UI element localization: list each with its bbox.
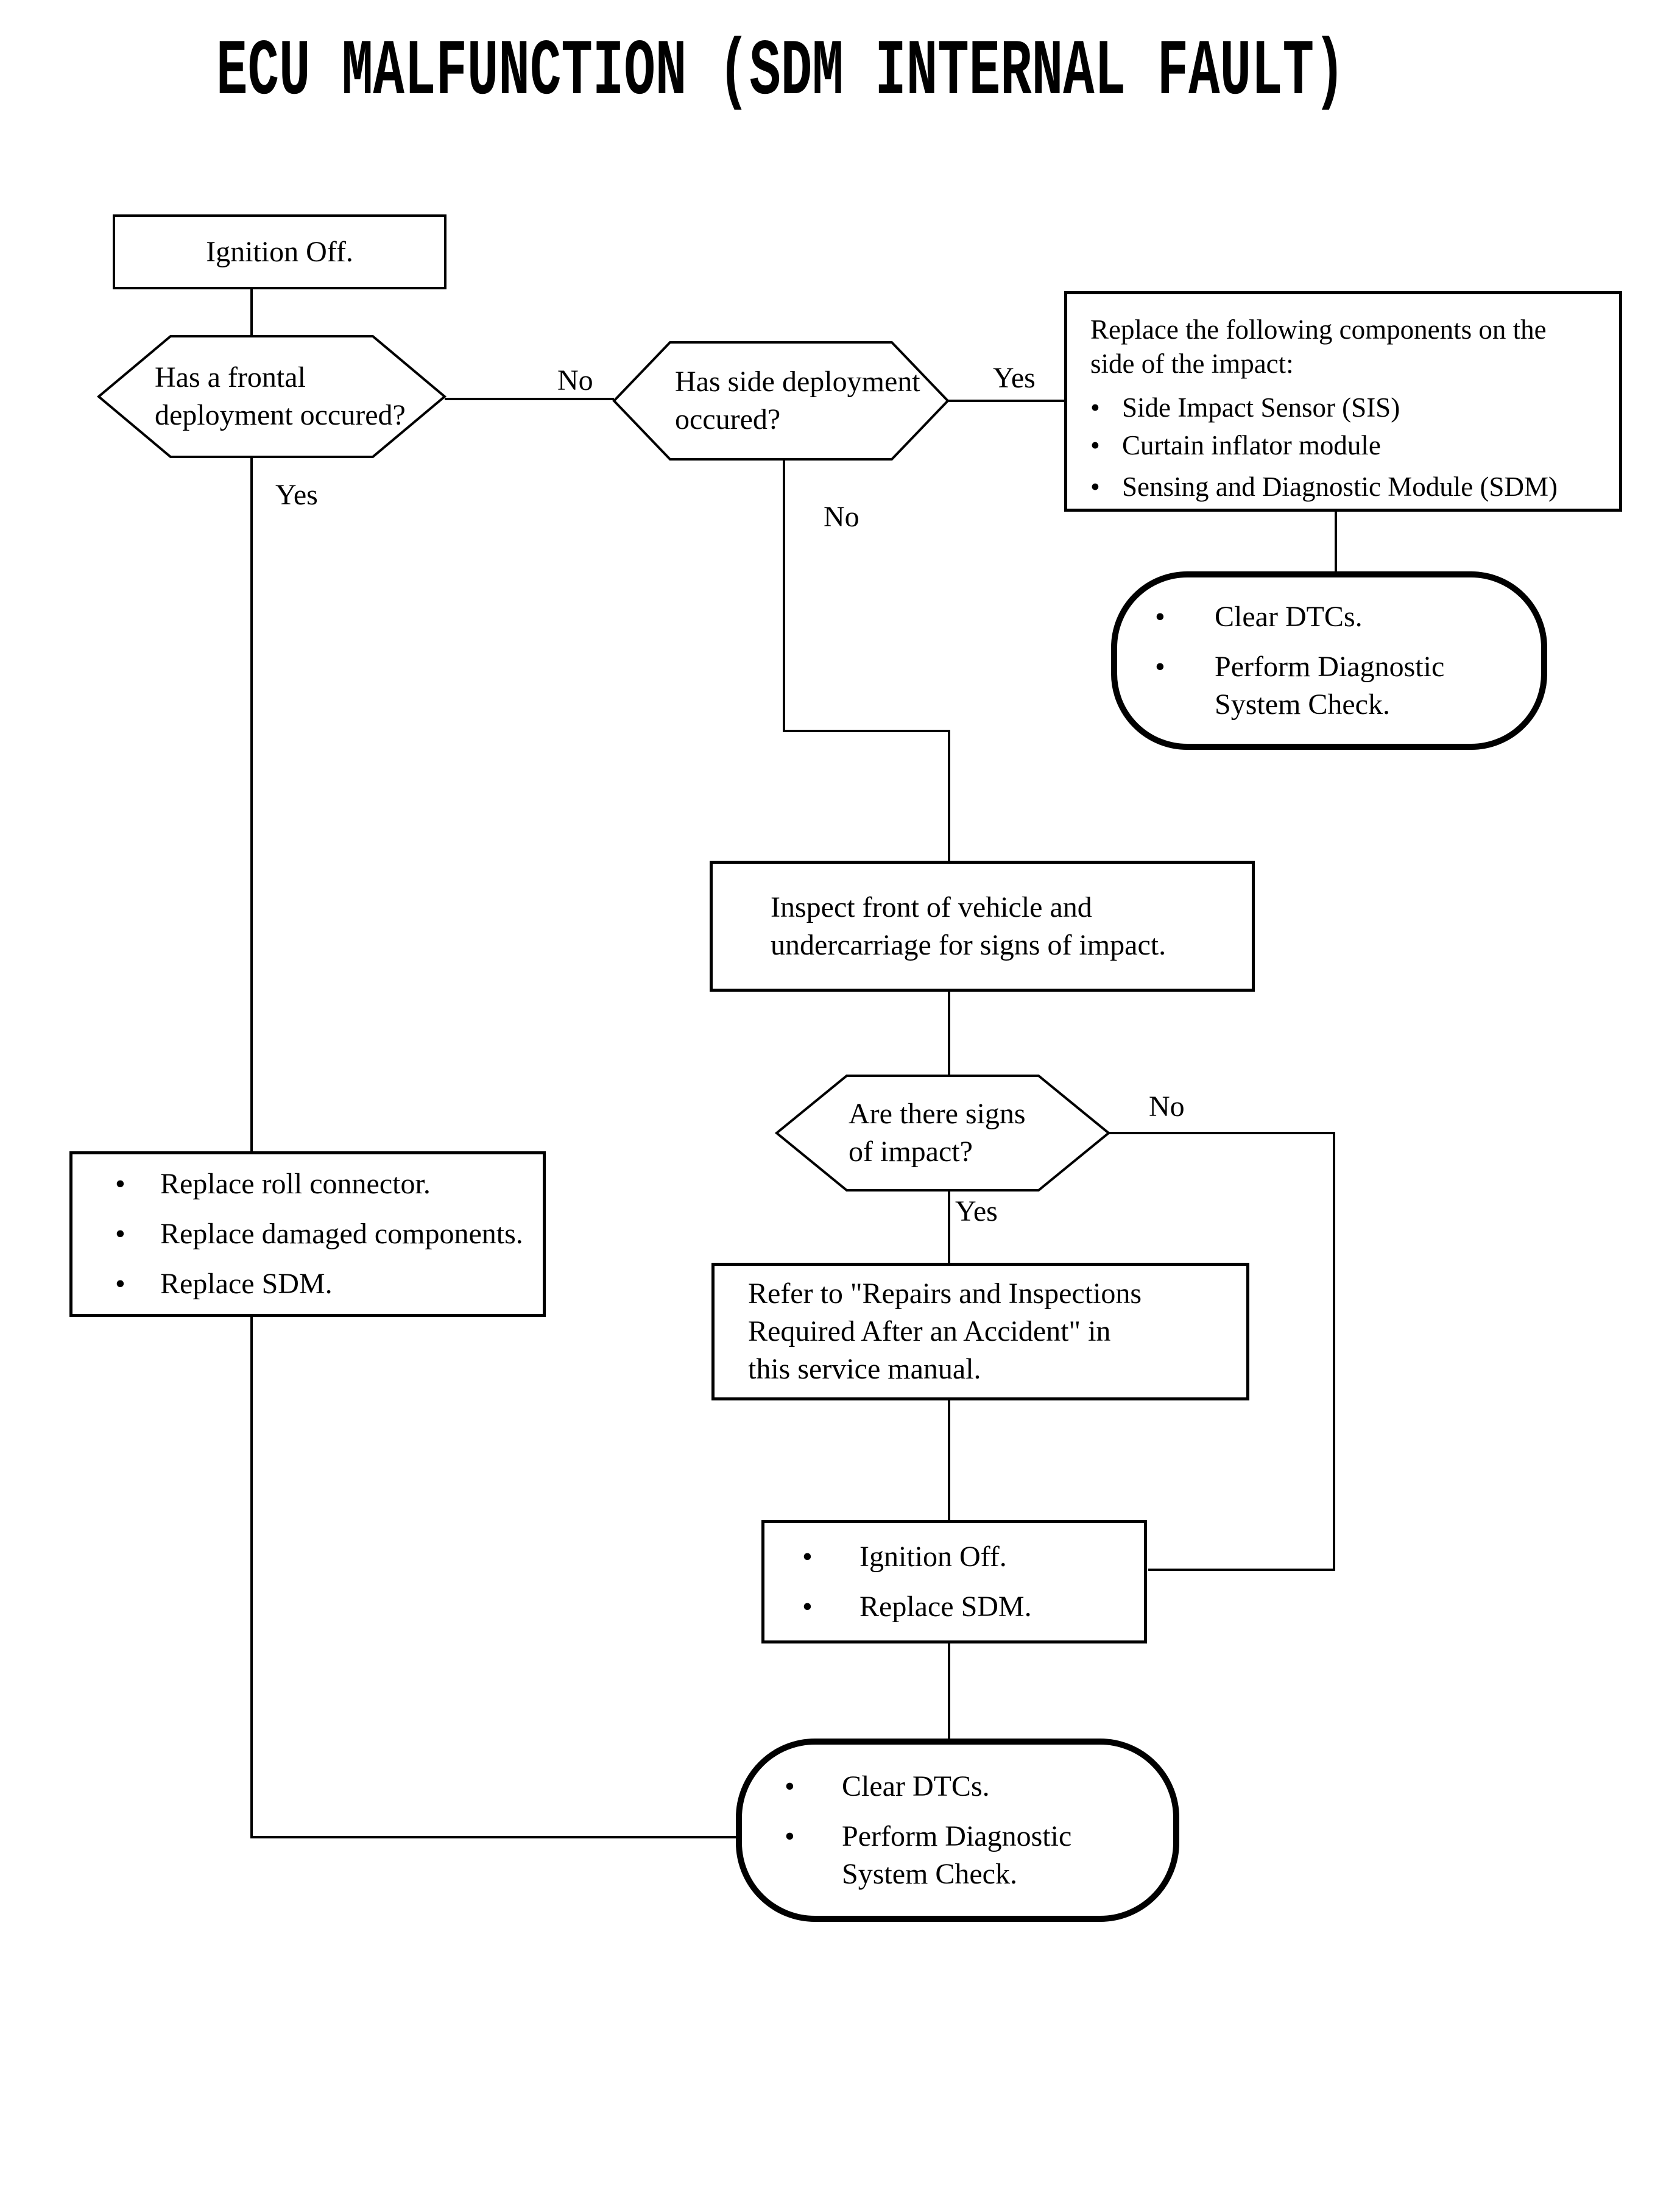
list-item: • Replace SDM. — [115, 1265, 543, 1303]
bullet-text: Side Impact Sensor (SIS) — [1122, 392, 1400, 423]
node-ignition-off: Ignition Off. — [113, 214, 446, 289]
node-replace-side-components-intro: Replace the following components on the … — [1090, 314, 1547, 379]
bullet-text: Replace SDM. — [859, 1590, 1032, 1623]
bullet-text: Sensing and Diagnostic Module (SDM) — [1122, 471, 1558, 502]
bullet-icon: • — [802, 1540, 813, 1573]
decision-frontal-deployment-text: Has a frontal deployment occured? — [155, 361, 406, 431]
label-signs-yes: Yes — [955, 1195, 998, 1227]
list-item: • Sensing and Diagnostic Module (SDM) — [1090, 470, 1601, 504]
list-item: • Ignition Off. — [802, 1538, 1144, 1576]
list-item: • Replace SDM. — [802, 1588, 1144, 1626]
bullet-text: Ignition Off. — [859, 1540, 1007, 1573]
node-inspect-front-text: Inspect front of vehicle and undercarria… — [771, 891, 1166, 961]
decision-signs-of-impact: Are there signs of impact? — [777, 1076, 1109, 1190]
label-signs-no: No — [1149, 1090, 1185, 1123]
node-replace-roll-connector: • Replace roll connector. • Replace dama… — [69, 1151, 546, 1317]
label-frontal-yes: Yes — [275, 479, 318, 511]
node-replace-side-components: Replace the following components on the … — [1064, 291, 1622, 512]
list-item: • Curtain inflator module — [1090, 428, 1601, 462]
bullet-icon: • — [1155, 650, 1165, 683]
terminator-clear-dtcs-top: • Clear DTCs. • Perform Diagnostic Syste… — [1111, 571, 1547, 750]
bullet-icon: • — [785, 1770, 795, 1802]
list-item: • Clear DTCs. — [1155, 598, 1541, 636]
bullet-icon: • — [115, 1268, 125, 1300]
edge-signs-no-loop — [1109, 1132, 1335, 1571]
node-ignition-off-replace-sdm: • Ignition Off. • Replace SDM. — [761, 1520, 1147, 1643]
decision-side-deployment: Has side deployment occured? — [614, 342, 948, 459]
label-side-no: No — [824, 501, 859, 533]
terminator-clear-dtcs-bottom: • Clear DTCs. • Perform Diagnostic Syste… — [736, 1739, 1179, 1922]
label-frontal-no: No — [557, 364, 593, 397]
node-refer-service-manual: Refer to "Repairs and Inspections Requir… — [711, 1263, 1249, 1400]
edge-side-no-jog — [783, 459, 950, 861]
decision-signs-of-impact-text: Are there signs of impact? — [849, 1098, 1026, 1168]
bullet-icon: • — [115, 1218, 125, 1250]
decision-side-deployment-shape — [612, 341, 950, 461]
list-item: • Clear DTCs. — [785, 1768, 1173, 1806]
list-item: • Replace damaged components. — [115, 1215, 543, 1253]
list-item: • Perform Diagnostic System Check. — [1155, 648, 1541, 724]
node-refer-service-manual-text: Refer to "Repairs and Inspections Requir… — [748, 1277, 1142, 1385]
bullet-text: Replace damaged components. — [160, 1218, 523, 1250]
bullet-icon: • — [115, 1168, 125, 1200]
bullet-text: Curtain inflator module — [1122, 430, 1381, 461]
label-side-yes: Yes — [993, 362, 1036, 394]
edge-roll-to-terminator — [250, 1317, 736, 1838]
node-replace-side-components-list: • Side Impact Sensor (SIS) • Curtain inf… — [1090, 390, 1601, 504]
bullet-text: Clear DTCs. — [842, 1770, 990, 1802]
bullet-text: Replace SDM. — [160, 1268, 333, 1300]
bullet-text: Perform Diagnostic System Check. — [1215, 650, 1445, 721]
list-item: • Perform Diagnostic System Check. — [785, 1818, 1173, 1893]
bullet-icon: • — [1090, 471, 1100, 502]
node-ignition-off-text: Ignition Off. — [206, 235, 353, 268]
list-item: • Side Impact Sensor (SIS) — [1090, 390, 1601, 425]
list-item: • Replace roll connector. — [115, 1165, 543, 1203]
bullet-icon: • — [1090, 392, 1100, 423]
bullet-text: Perform Diagnostic System Check. — [842, 1820, 1072, 1890]
bullet-icon: • — [802, 1590, 813, 1623]
decision-side-deployment-text: Has side deployment occured? — [675, 365, 920, 436]
bullet-icon: • — [785, 1820, 795, 1852]
bullet-icon: • — [1155, 600, 1165, 633]
decision-frontal-deployment-shape — [96, 335, 447, 458]
bullet-icon: • — [1090, 430, 1100, 461]
bullet-text: Clear DTCs. — [1215, 600, 1363, 633]
decision-signs-of-impact-shape — [774, 1075, 1111, 1191]
bullet-text: Replace roll connector. — [160, 1168, 431, 1200]
page-title: ECU MALFUNCTION (SDM INTERNAL FAULT) — [216, 28, 1346, 118]
node-inspect-front: Inspect front of vehicle and undercarria… — [710, 861, 1255, 992]
decision-frontal-deployment: Has a frontal deployment occured? — [99, 336, 445, 457]
